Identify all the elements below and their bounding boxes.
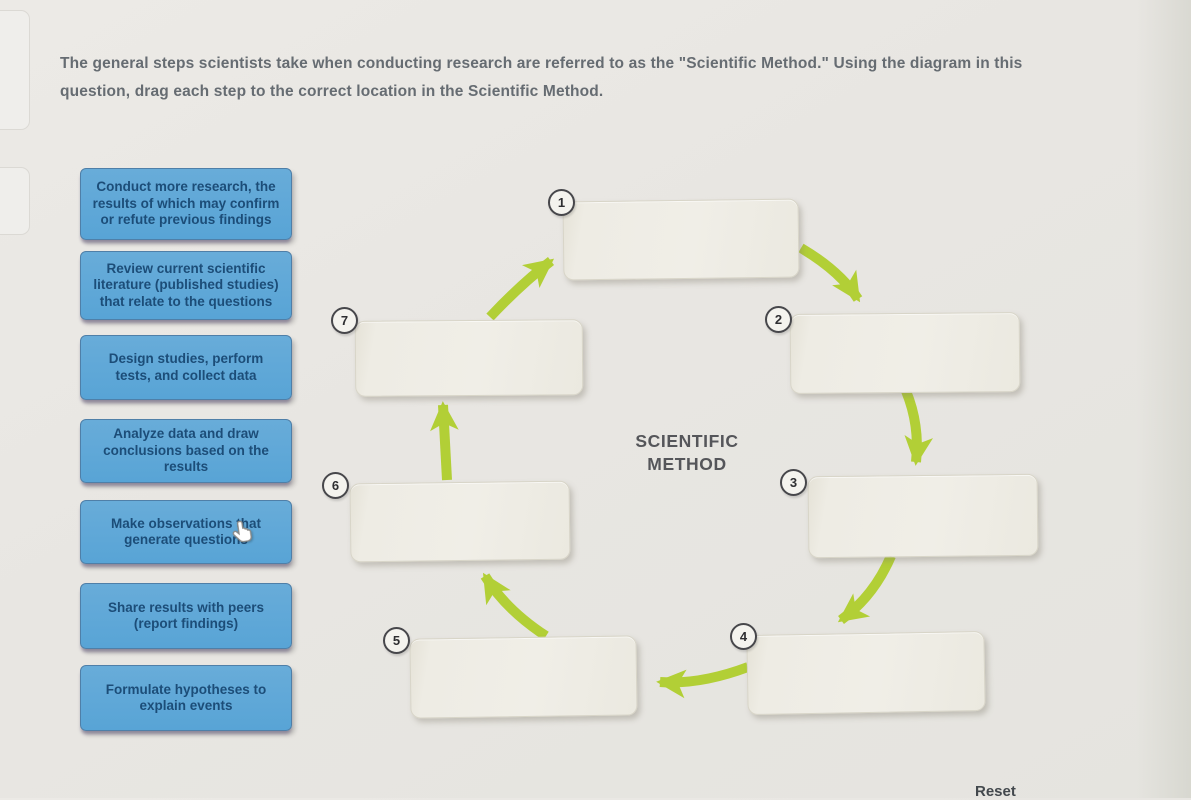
drag-card-make-observations[interactable]: Make observations that generate question…: [80, 500, 292, 564]
arrow-5-to-6: [480, 572, 549, 641]
slot-number-badge-2: 2: [765, 306, 792, 333]
left-edge-panel-top: [0, 10, 30, 130]
drop-slot-5[interactable]: [409, 635, 638, 719]
right-edge-shade: [1136, 0, 1191, 798]
drag-card-label: Conduct more research, the results of wh…: [92, 179, 280, 228]
drop-slot-4[interactable]: [746, 630, 986, 716]
reset-button[interactable]: Reset: [975, 783, 1016, 800]
arrow-1-to-2: [798, 243, 863, 303]
slot-number-badge-3: 3: [780, 469, 807, 496]
arrow-3-to-4: [837, 554, 896, 625]
diagram-title: SCIENTIFIC METHOD: [606, 430, 768, 476]
drop-slot-7[interactable]: [354, 319, 584, 397]
drag-card-review-literature[interactable]: Review current scientific literature (pu…: [80, 251, 292, 320]
arrow-7-to-1: [486, 257, 555, 321]
slot-number-badge-6: 6: [322, 472, 349, 499]
drop-slot-2[interactable]: [789, 311, 1021, 395]
drag-card-design-studies[interactable]: Design studies, perform tests, and colle…: [80, 335, 292, 400]
slot-number-badge-7: 7: [331, 307, 358, 334]
drag-card-label: Make observations that generate question…: [110, 515, 262, 548]
arrow-4-to-5: [656, 662, 750, 699]
drag-card-label: Formulate hypotheses to explain events: [105, 681, 267, 714]
drag-card-label: Share results with peers (report finding…: [107, 599, 265, 632]
drag-card-conduct-more-research[interactable]: Conduct more research, the results of wh…: [80, 168, 292, 240]
instruction-line-2: question, drag each step to the correct …: [60, 83, 604, 100]
arrow-6-to-7: [430, 401, 459, 481]
drag-card-formulate-hypotheses[interactable]: Formulate hypotheses to explain events: [80, 665, 292, 731]
drop-slot-1[interactable]: [562, 198, 800, 281]
instruction-text: The general steps scientists take when c…: [60, 50, 1175, 106]
drag-card-label: Review current scientific literature (pu…: [93, 260, 279, 309]
arrow-2-to-3: [901, 389, 933, 466]
drag-card-analyze-data[interactable]: Analyze data and draw conclusions based …: [80, 419, 292, 483]
slot-number-badge-5: 5: [383, 627, 410, 654]
instruction-line-1: The general steps scientists take when c…: [60, 55, 1023, 72]
slot-number-badge-1: 1: [548, 189, 575, 216]
diagram-title-line-1: SCIENTIFIC: [635, 431, 739, 451]
left-edge-panel-bottom: [0, 167, 30, 235]
drag-card-share-results[interactable]: Share results with peers (report finding…: [80, 583, 292, 649]
slot-number-badge-4: 4: [730, 623, 757, 650]
drop-slot-6[interactable]: [349, 480, 571, 563]
diagram-title-line-2: METHOD: [647, 454, 727, 474]
drag-card-label: Analyze data and draw conclusions based …: [103, 426, 269, 475]
drag-card-label: Design studies, perform tests, and colle…: [108, 351, 264, 383]
drop-slot-3[interactable]: [807, 473, 1039, 559]
